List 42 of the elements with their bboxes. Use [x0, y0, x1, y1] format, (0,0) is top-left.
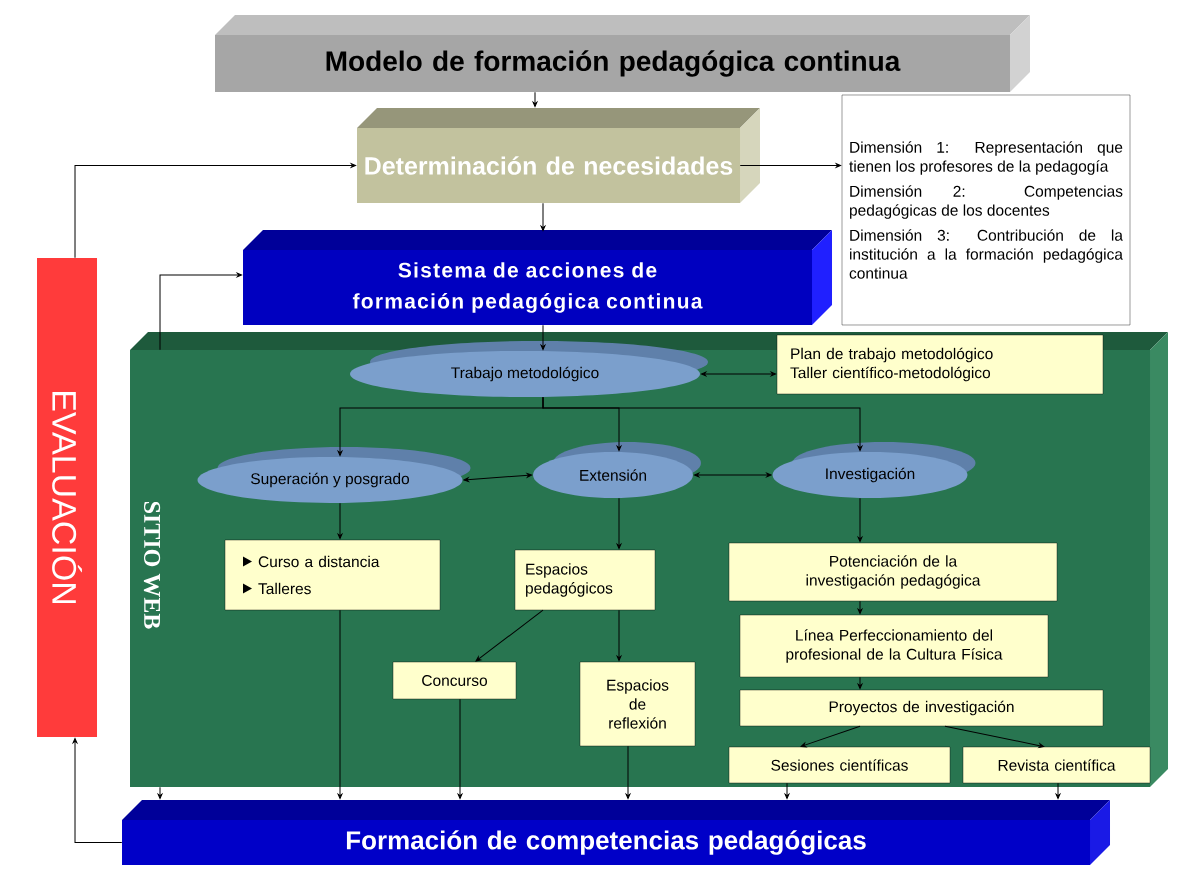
- text-box: Potenciación de la investigación pedagógica: [728, 542, 1058, 602]
- arrow: [337, 609, 343, 799]
- arrow: [1055, 782, 1061, 799]
- block-box: Determinación de necesidades: [357, 108, 760, 203]
- arrow: [701, 371, 777, 377]
- arrow: [540, 202, 546, 232]
- arrow: [337, 502, 343, 539]
- arrow: [532, 91, 538, 108]
- arrow: [74, 163, 357, 259]
- arrow: [857, 497, 863, 542]
- block-box: Formación de competencias pedagógicas: [122, 800, 1110, 865]
- text-box: Dimensión 1: Representación que tienen los profesores de la pedagogía Dimensión 2: Competencias pedagógicas de los docentes Dimensión 3: Contribución de la institución a la formación pedagógica continua: [841, 94, 1131, 326]
- text-box: Concurso: [392, 661, 517, 700]
- arrow: [625, 745, 631, 799]
- arrow: [694, 472, 772, 478]
- arrow: [800, 725, 861, 748]
- arrow: [72, 737, 123, 843]
- arrow: [475, 609, 544, 662]
- arrow: [616, 609, 622, 662]
- text-box: Proyectos de investigación: [739, 689, 1104, 727]
- arrow: [159, 272, 243, 351]
- text-box: Sesiones científicas: [728, 746, 951, 784]
- arrow: [944, 725, 1045, 748]
- text-box: Espacios de reflexión: [579, 661, 696, 747]
- vertical-bar: EVALUACIÓN: [37, 258, 97, 737]
- text-box: Revista científica: [962, 746, 1151, 784]
- arrow: [457, 698, 463, 799]
- text-box: Línea Perfeccionamiento del profesional de la Cultura Física: [739, 614, 1049, 678]
- text-box: Plan de trabajo metodológico Taller científico-metodológico: [776, 334, 1104, 395]
- arrow: [616, 497, 622, 550]
- block-box: Modelo de formación pedagógica continua: [215, 15, 1030, 92]
- arrow: [857, 676, 863, 689]
- text-box: Espacios pedagógicos: [514, 549, 656, 611]
- block-box: Sistema de acciones de formación pedagógica continua: [243, 230, 832, 325]
- arrow: [463, 473, 533, 482]
- arrow: [857, 600, 863, 615]
- arrow: [540, 324, 546, 350]
- arrow: [157, 786, 163, 799]
- arrow: [739, 163, 842, 168]
- bullet-list-box: Curso a distancia Talleres: [224, 539, 441, 611]
- arrow: [784, 782, 790, 799]
- arrow: [542, 396, 863, 452]
